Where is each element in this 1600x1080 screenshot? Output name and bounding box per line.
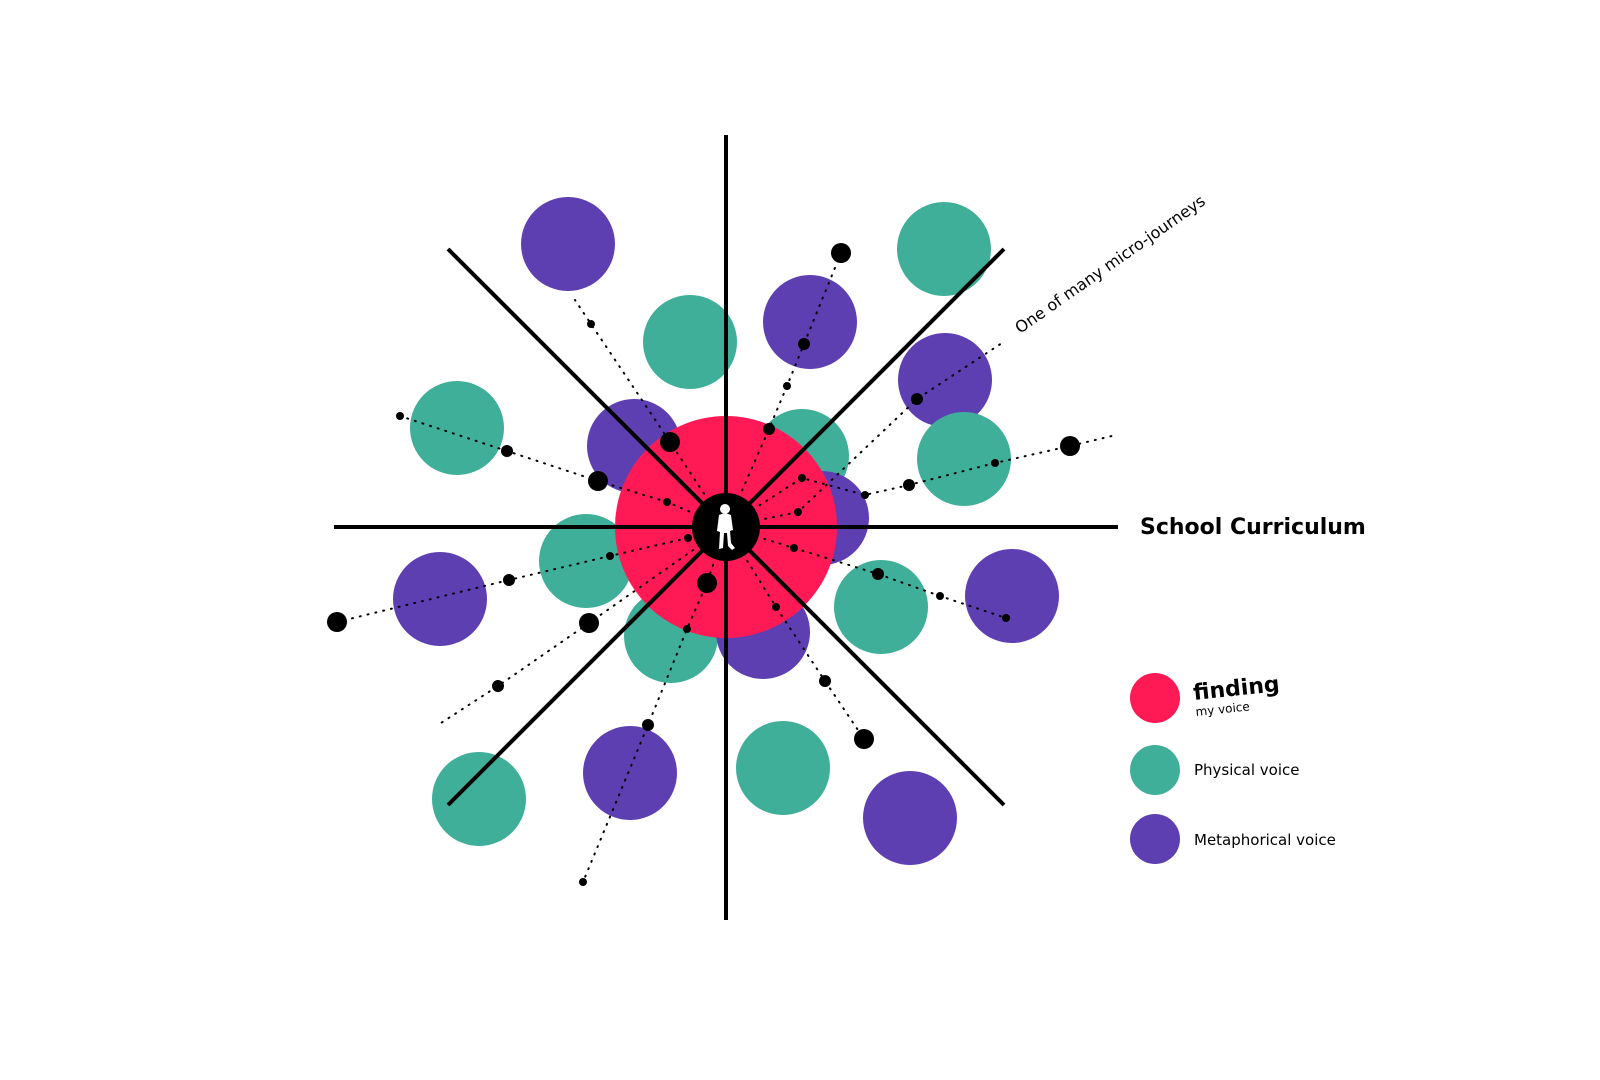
metaphorical-voice-circle	[763, 275, 857, 369]
physical-voice-circle	[432, 752, 526, 846]
journey-node	[794, 508, 802, 516]
legend-physical-label: Physical voice	[1194, 761, 1299, 779]
journey-node	[642, 719, 654, 731]
journey-node	[790, 544, 798, 552]
legend-metaphorical-label: Metaphorical voice	[1194, 831, 1336, 849]
physical-voice-circle	[736, 721, 830, 815]
legend-metaphorical-swatch	[1130, 814, 1180, 864]
micro-journey-label: One of many micro-journeys	[1011, 191, 1208, 337]
journey-node	[503, 574, 515, 586]
journey-node	[783, 382, 791, 390]
journey-node	[861, 491, 869, 499]
journey-node	[831, 243, 851, 263]
journey-node	[1002, 614, 1010, 622]
physical-voice-circle	[643, 295, 737, 389]
journey-node	[684, 534, 692, 542]
micro-journey-path	[725, 342, 1003, 528]
journey-node	[579, 878, 587, 886]
journey-node	[772, 603, 780, 611]
journey-node	[854, 729, 874, 749]
journey-node	[798, 474, 806, 482]
journey-node	[501, 445, 513, 457]
metaphorical-voice-circle	[583, 726, 677, 820]
finding-my-voice-logo: finding my voice	[1192, 672, 1281, 719]
journey-node	[606, 552, 614, 560]
micro-journey-path	[440, 526, 727, 724]
journey-node	[492, 680, 504, 692]
journey-node	[936, 592, 944, 600]
journey-node	[911, 393, 923, 405]
logo-text-my-voice: my voice	[1195, 699, 1251, 719]
journey-node	[588, 471, 608, 491]
physical-voice-circle	[410, 381, 504, 475]
physical-voice-circle	[897, 202, 991, 296]
journey-nodes	[327, 243, 1080, 886]
journey-node	[819, 675, 831, 687]
metaphorical-voice-circle	[393, 552, 487, 646]
legend-core-swatch	[1130, 673, 1180, 723]
journey-node	[579, 613, 599, 633]
journey-node	[991, 459, 999, 467]
micro-journey-path	[725, 526, 865, 740]
physical-voice-circle	[834, 560, 928, 654]
journey-node	[683, 625, 691, 633]
journey-node	[903, 479, 915, 491]
journey-node	[798, 338, 810, 350]
physical-voice-circle	[917, 412, 1011, 506]
journey-node	[396, 412, 404, 420]
metaphorical-voice-circle	[521, 197, 615, 291]
journey-node	[763, 423, 775, 435]
journey-node	[660, 432, 680, 452]
journey-node	[587, 320, 595, 328]
metaphorical-voice-circle	[965, 549, 1059, 643]
metaphorical-voice-circle	[863, 771, 957, 865]
school-curriculum-label: School Curriculum	[1140, 515, 1366, 540]
journey-node	[872, 568, 884, 580]
micro-journey-path	[582, 526, 727, 883]
journey-node	[1060, 436, 1080, 456]
legend-physical-swatch	[1130, 745, 1180, 795]
journey-node	[663, 498, 671, 506]
person-silhouette-icon	[717, 504, 735, 550]
legend: finding my voice Physical voice Metaphor…	[1130, 672, 1336, 864]
center-hub	[692, 493, 760, 561]
journey-node	[697, 573, 717, 593]
journey-node	[327, 612, 347, 632]
